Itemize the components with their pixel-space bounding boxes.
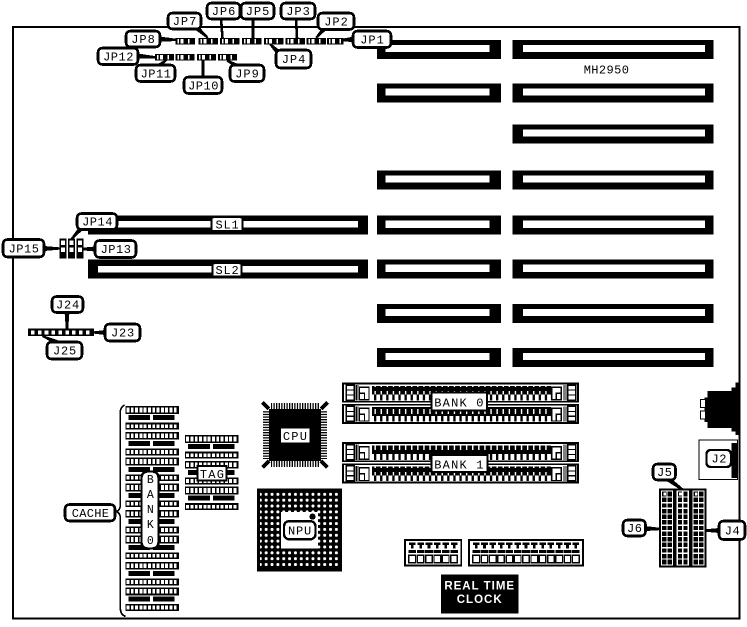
svg-text:REAL TIME: REAL TIME: [444, 581, 515, 593]
svg-text:J2: J2: [712, 453, 727, 467]
svg-text:0: 0: [147, 535, 154, 548]
svg-text:JP12: JP12: [103, 50, 134, 64]
svg-text:A: A: [147, 489, 154, 502]
svg-text:NPU: NPU: [288, 525, 312, 539]
svg-text:B: B: [147, 474, 154, 487]
svg-text:JP14: JP14: [82, 216, 113, 230]
svg-text:JP2: JP2: [324, 15, 349, 29]
svg-text:JP15: JP15: [9, 242, 40, 256]
svg-text:CLOCK: CLOCK: [457, 594, 503, 606]
svg-text:J25: J25: [53, 345, 77, 359]
svg-text:JP13: JP13: [101, 243, 132, 257]
svg-text:JP4: JP4: [282, 53, 307, 67]
svg-text:J6: J6: [627, 522, 642, 536]
svg-text:JP10: JP10: [188, 79, 219, 93]
svg-text:JP7: JP7: [173, 15, 198, 29]
svg-text:MH2950: MH2950: [584, 64, 630, 78]
svg-text:JP8: JP8: [131, 33, 156, 47]
svg-text:JP1: JP1: [360, 33, 385, 47]
svg-text:TAG: TAG: [200, 468, 225, 482]
svg-text:CPU: CPU: [283, 430, 308, 444]
svg-text:JP6: JP6: [212, 5, 237, 19]
svg-text:K: K: [147, 519, 154, 532]
svg-text:SL1: SL1: [215, 219, 239, 233]
svg-text:JP11: JP11: [141, 67, 172, 81]
svg-text:J24: J24: [56, 299, 80, 313]
svg-text:N: N: [147, 504, 154, 517]
svg-text:JP5: JP5: [246, 5, 271, 19]
svg-text:SL2: SL2: [215, 264, 239, 278]
svg-text:J4: J4: [725, 524, 740, 538]
svg-text:JP3: JP3: [286, 5, 311, 19]
svg-text:JP9: JP9: [235, 67, 260, 81]
svg-text:J5: J5: [657, 466, 672, 480]
svg-text:CACHE: CACHE: [72, 507, 110, 521]
svg-text:BANK 0: BANK 0: [434, 397, 484, 411]
svg-text:BANK 1: BANK 1: [434, 459, 484, 473]
svg-text:J23: J23: [111, 327, 135, 341]
